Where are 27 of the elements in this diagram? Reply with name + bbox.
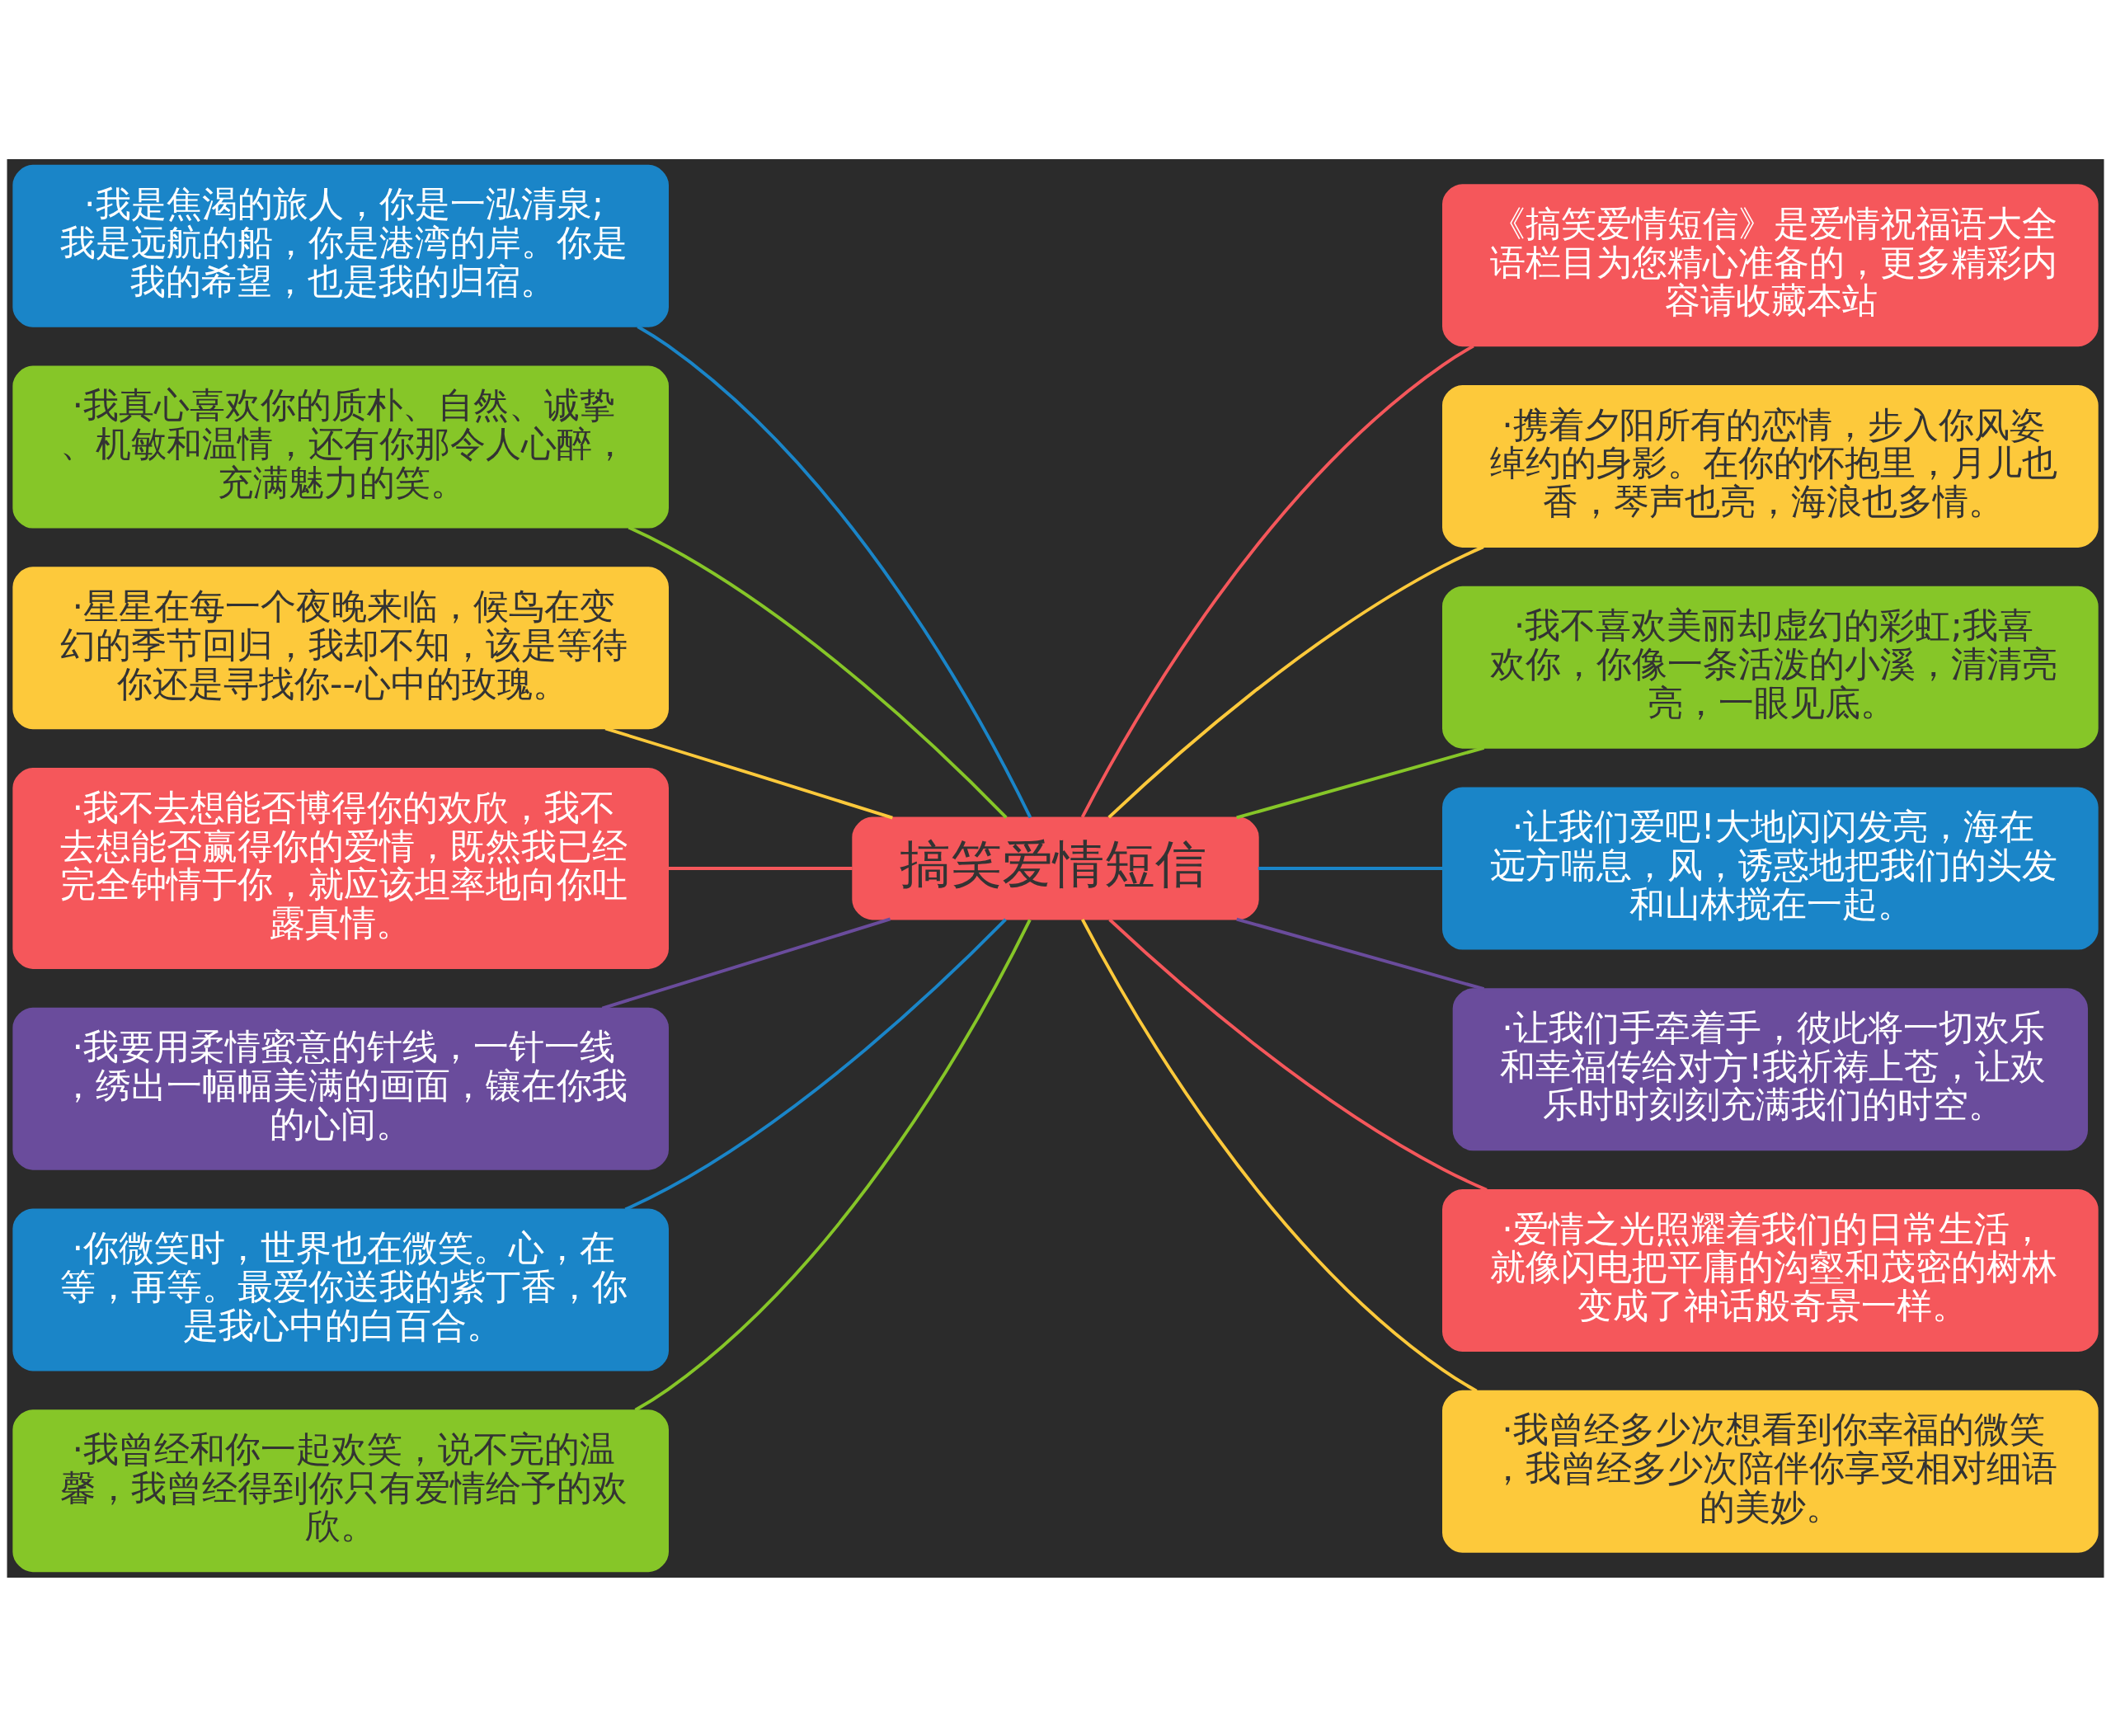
- node-box: ·携着夕阳所有的恋情，步入你风姿绰约的身影。在你的怀抱里，月儿也香，琴声也亮，海浪也多情。: [1442, 384, 2099, 548]
- connector: [1080, 344, 1474, 818]
- connector: [1236, 917, 1485, 990]
- node-box: ·爱情之光照耀着我们的日常生活，就像闪电把平庸的沟壑和茂密的树林变成了神话般奇景一样。: [1442, 1188, 2099, 1352]
- node-box: ·我真心喜欢你的质朴、自然、诚挚、机敏和温情，还有你那令人心醉，充满魅力的笑。: [12, 365, 669, 529]
- connector: [601, 917, 891, 1009]
- connector: [1080, 918, 1478, 1392]
- connector: [1236, 746, 1485, 819]
- connector: [668, 866, 853, 870]
- node-box: ·我是焦渴的旅人，你是一泓清泉;我是远航的船，你是港湾的岸。你是我的希望，也是我的归宿。: [12, 164, 669, 327]
- node-box: ·让我们爱吧!大地闪闪发亮，海在远方喘息，风，诱惑地把我们的头发和山林搅在一起。: [1442, 787, 2099, 949]
- connector: [624, 918, 1007, 1211]
- connector: [1108, 918, 1488, 1192]
- node-box: ·我曾经和你一起欢笑，说不完的温馨，我曾经得到你只有爱情给予的欢欣。: [12, 1409, 669, 1572]
- node-box: ·我不去想能否博得你的欢欣，我不去想能否赢得你的爱情，既然我已经完全钟情于你，就应该坦率地向你吐露真情。: [12, 767, 669, 969]
- node-box: ·我不喜欢美丽却虚幻的彩虹;我喜欢你，你像一条活泼的小溪，清清亮亮，一眼见底。: [1442, 586, 2099, 749]
- connector: [634, 918, 1032, 1411]
- connector: [1258, 866, 1443, 870]
- connector: [628, 525, 1008, 819]
- node-box: 搞笑爱情短信: [852, 816, 1259, 920]
- node-box: 《搞笑爱情短信》是爱情祝福语大全语栏目为您精心准备的，更多精彩内容请收藏本站: [1442, 183, 2099, 346]
- connector: [637, 324, 1032, 818]
- node-box: ·让我们手牵着手，彼此将一切欢乐和幸福传给对方!我祈祷上苍，让欢乐时时刻刻充满我们的时空。: [1452, 987, 2088, 1150]
- node-box: ·我要用柔情蜜意的针线，一针一线，绣出一幅幅美满的画面，镶在你我的心间。: [12, 1007, 669, 1170]
- node-box: ·星星在每一个夜晚来临，候鸟在变幻的季节回归，我却不知，该是等待你还是寻找你--心中的玫瑰。: [12, 566, 669, 729]
- node-box: ·你微笑时，世界也在微笑。心，在等，再等。最爱你送我的紫丁香，你是我心中的白百合。: [12, 1207, 669, 1371]
- node-box: ·我曾经多少次想看到你幸福的微笑，我曾经多少次陪伴你享受相对细语的美妙。: [1442, 1390, 2099, 1553]
